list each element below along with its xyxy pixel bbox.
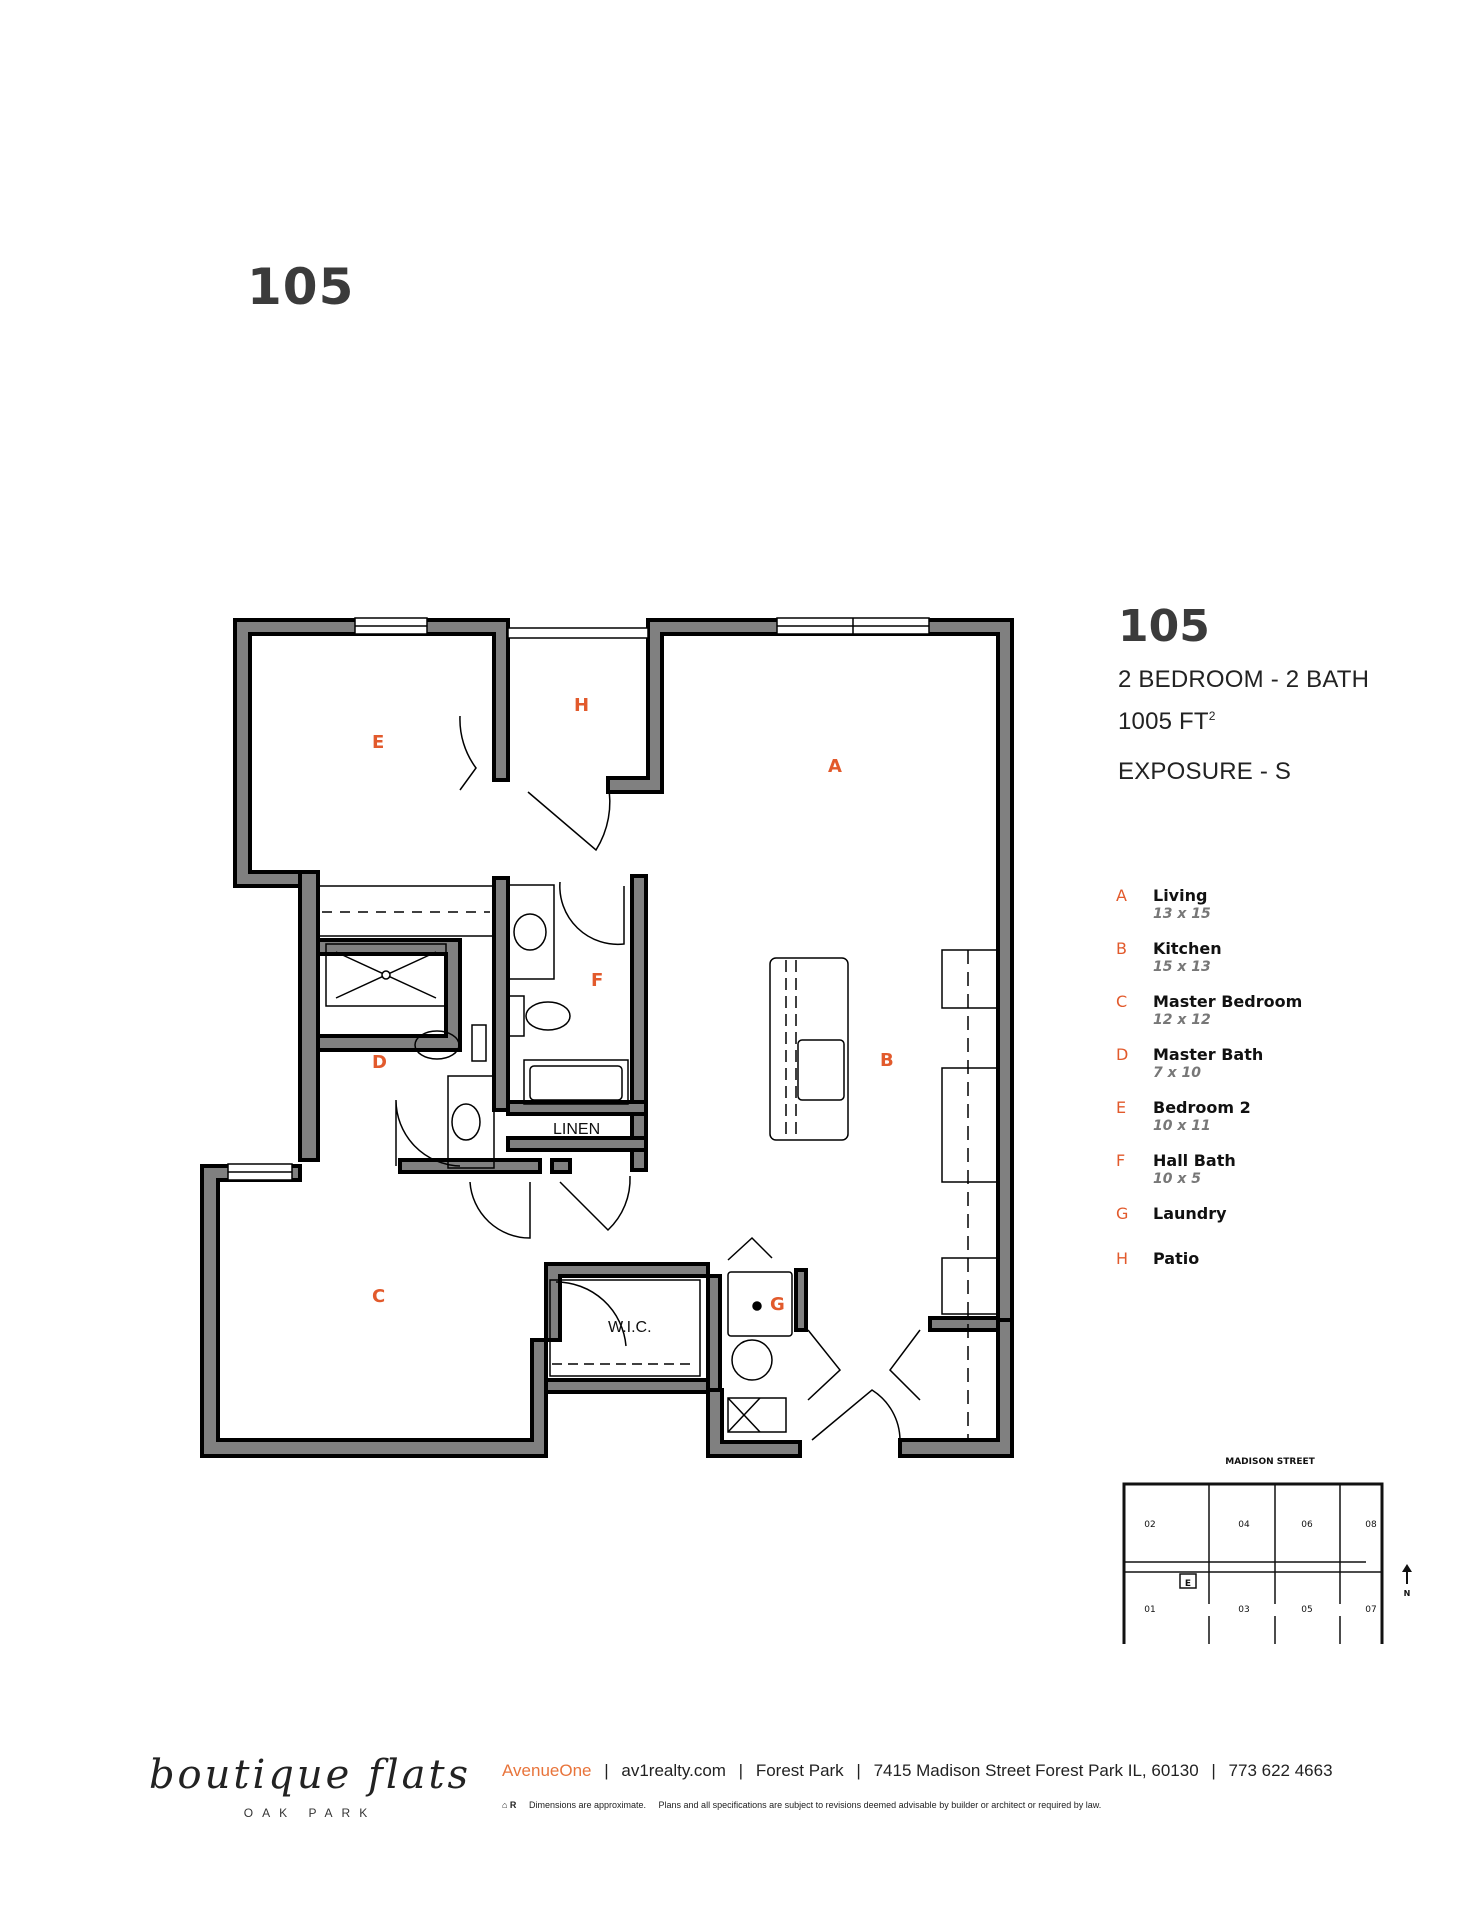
svg-text:03: 03 — [1238, 1605, 1249, 1615]
svg-text:E: E — [372, 732, 384, 753]
svg-text:08: 08 — [1365, 1520, 1377, 1530]
exposure: EXPOSURE - S — [1118, 758, 1292, 785]
svg-text:D: D — [372, 1052, 387, 1073]
svg-text:05: 05 — [1301, 1605, 1312, 1615]
key-plan: MADISON STREET 02 04 06 08 01 03 05 07 E… — [1122, 1457, 1412, 1644]
unit-info: 105 2 BEDROOM - 2 BATH 1005 FT2 EXPOSURE… — [1118, 602, 1458, 786]
office-name: Forest Park — [755, 1761, 844, 1780]
svg-text:C: C — [372, 1286, 385, 1307]
phone: 773 622 4663 — [1228, 1761, 1333, 1780]
svg-text:N: N — [1404, 1589, 1411, 1598]
svg-text:W.I.C.: W.I.C. — [608, 1319, 652, 1336]
svg-text:07: 07 — [1365, 1605, 1376, 1615]
disclaimer: ⌂ R Dimensions are approximate. Plans an… — [502, 1800, 1102, 1810]
svg-text:B: B — [880, 1050, 894, 1071]
square-footage: 1005 FT2 — [1118, 708, 1216, 735]
north-arrow-icon: N — [1402, 1564, 1412, 1598]
svg-text:01: 01 — [1144, 1605, 1155, 1615]
equal-housing-icon: ⌂ R — [502, 1800, 517, 1810]
page-title: 105 — [247, 258, 355, 316]
svg-text:04: 04 — [1238, 1520, 1250, 1530]
svg-text:E: E — [1185, 1579, 1191, 1589]
realtor-logo: AvenueOne — [502, 1761, 592, 1780]
svg-text:02: 02 — [1144, 1520, 1155, 1530]
brand-logo: boutique flats OAK PARK — [148, 1752, 472, 1820]
website-link[interactable]: av1realty.com — [621, 1761, 726, 1780]
contact-line: AvenueOne | av1realty.com | Forest Park … — [502, 1761, 1333, 1780]
svg-text:A: A — [828, 756, 842, 777]
svg-text:F: F — [591, 970, 603, 991]
unit-number: 105 — [1118, 601, 1210, 652]
bed-bath: 2 BEDROOM - 2 BATH — [1118, 666, 1370, 693]
windows — [227, 617, 930, 1181]
svg-text:H: H — [574, 695, 589, 716]
svg-text:G: G — [770, 1294, 785, 1315]
svg-text:MADISON STREET: MADISON STREET — [1225, 1457, 1315, 1467]
exterior-walls — [200, 618, 1014, 1458]
address: 7415 Madison Street Forest Park IL, 6013… — [873, 1761, 1199, 1780]
svg-text:LINEN: LINEN — [553, 1121, 600, 1138]
svg-text:06: 06 — [1301, 1520, 1313, 1530]
fixtures — [317, 715, 999, 1441]
